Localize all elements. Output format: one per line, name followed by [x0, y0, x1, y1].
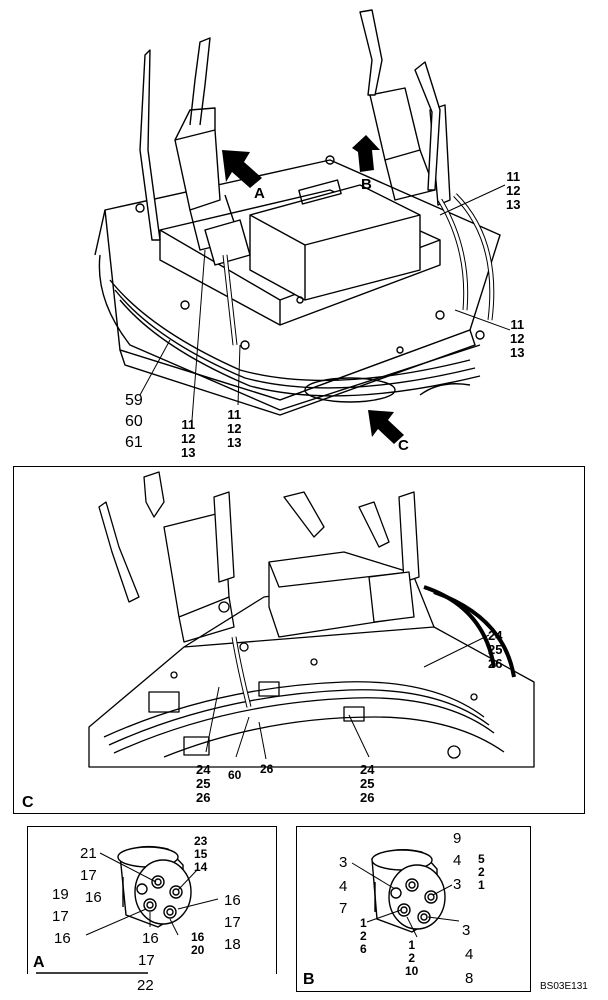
view-b-n3c: 3: [462, 922, 471, 939]
view-b-n3b: 3: [453, 876, 462, 893]
view-a-n22: 22: [137, 977, 154, 994]
view-a-n16b: 16: [54, 930, 71, 947]
view-arrow-c-label: C: [398, 437, 409, 454]
view-b-n9: 9: [453, 830, 462, 847]
view-c-callout-60: 60: [228, 768, 242, 782]
view-c-callout-26: 26: [260, 762, 274, 776]
figure-code: BS03E131: [540, 981, 588, 992]
view-a-n19: 19: [52, 886, 69, 903]
view-a-n17a: 17: [80, 867, 97, 884]
view-b-n8: 8: [465, 970, 474, 987]
top-view-drawing: [94, 9, 511, 444]
view-a-n16d: 16: [142, 930, 159, 947]
view-c-panel-label: C: [22, 794, 34, 811]
view-a-n18: 18: [224, 936, 241, 953]
view-b-n4c: 4: [465, 946, 474, 963]
view-a-n17d: 17: [138, 952, 155, 969]
view-arrow-a-label: A: [254, 185, 265, 202]
view-a-n17b: 17: [52, 908, 69, 925]
view-a-n16c: 16: [224, 892, 241, 909]
view-a-n16a: 16: [85, 889, 102, 906]
view-a-panel-label: A: [33, 954, 45, 971]
view-b-drawing: [351, 849, 460, 938]
view-a-n17c: 17: [224, 914, 241, 931]
view-c-drawing: [88, 471, 535, 768]
view-b-n3a: 3: [339, 854, 348, 871]
view-arrow-b-label: B: [361, 176, 372, 193]
view-a-n21: 21: [80, 845, 97, 862]
view-b-n7: 7: [339, 900, 348, 917]
view-b-n4a: 4: [453, 852, 462, 869]
view-b-panel-label: B: [303, 971, 315, 988]
view-a-drawing: [36, 845, 219, 974]
view-b-n4b: 4: [339, 878, 348, 895]
